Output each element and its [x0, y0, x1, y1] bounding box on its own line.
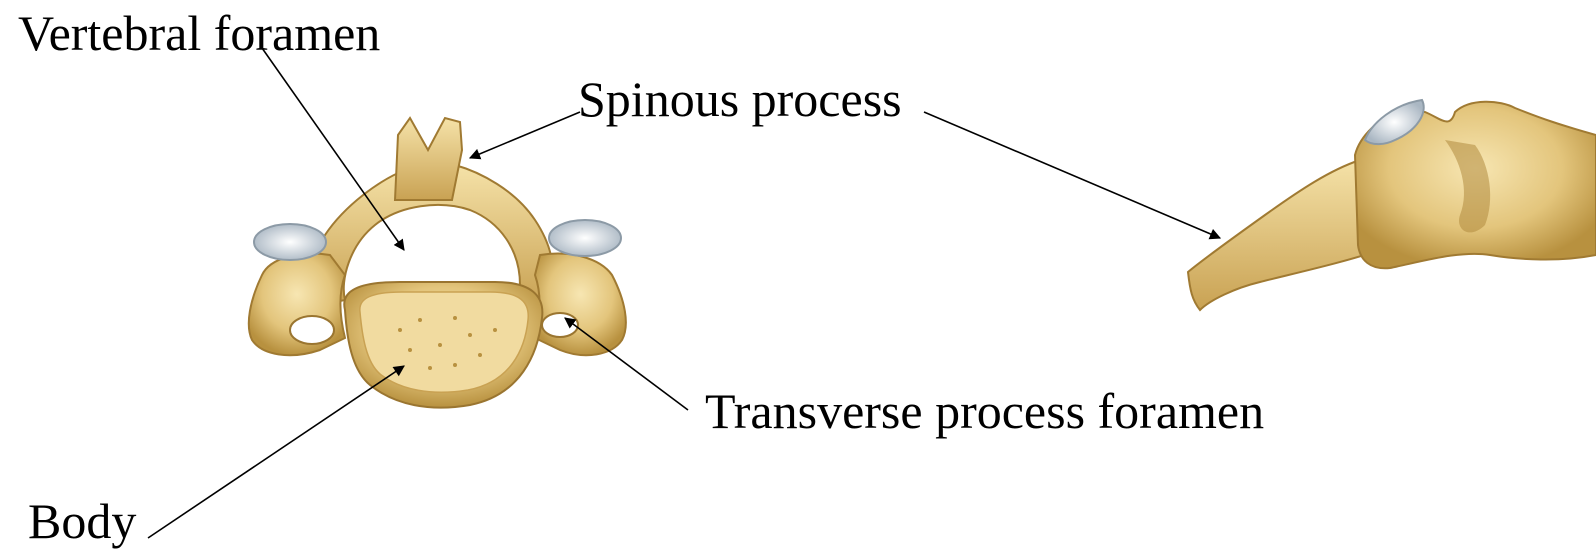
leader-spinous-process-lateral	[923, 111, 1222, 240]
vertebra-lateral-view	[1186, 98, 1596, 312]
right-transverse-process	[533, 252, 627, 357]
right-articular-facet	[548, 219, 622, 257]
leader-transverse-foramen	[564, 317, 689, 411]
label-spinous-process: Spinous process	[578, 71, 902, 127]
right-transverse-foramen	[541, 312, 579, 338]
leader-body	[147, 365, 405, 539]
leader-vertebral-foramen	[261, 47, 405, 251]
label-transverse-process-foramen: Transverse process foramen	[705, 383, 1265, 439]
body-pores	[398, 316, 497, 370]
left-transverse-foramen	[289, 315, 335, 345]
vertebra-superior-view	[247, 116, 627, 409]
leader-spinous-process-superior	[468, 111, 581, 160]
lateral-articular-facet	[1363, 98, 1425, 146]
leader-lines	[147, 47, 1222, 539]
spinous-process-shape	[393, 116, 464, 201]
lateral-shadow	[1445, 140, 1491, 233]
label-body: Body	[28, 493, 137, 549]
label-vertebral-foramen: Vertebral foramen	[18, 5, 381, 61]
left-articular-facet	[253, 223, 327, 261]
lateral-spinous-process	[1186, 158, 1382, 312]
